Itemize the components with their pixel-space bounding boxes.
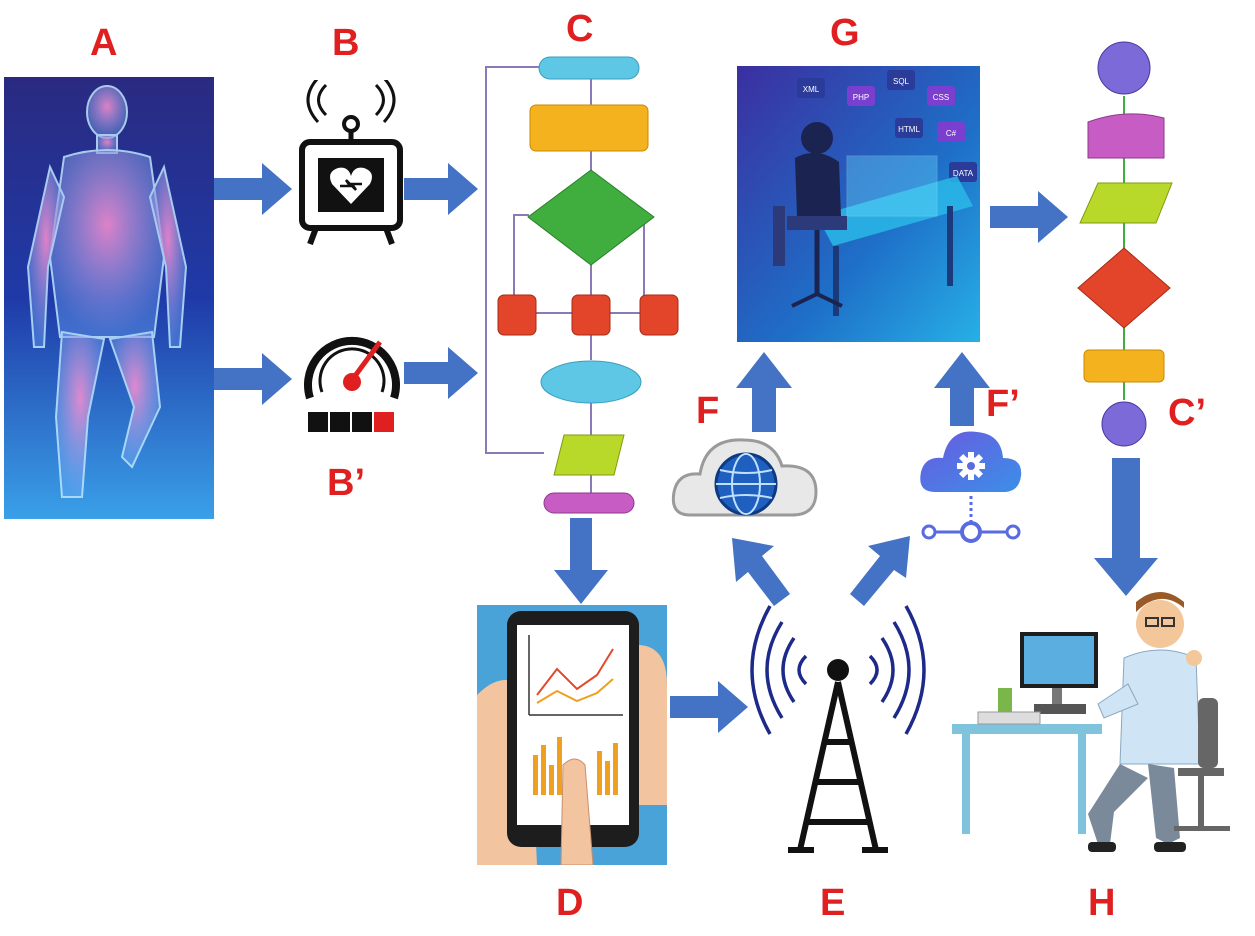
- flow-process-box: [529, 104, 649, 152]
- screen-tag-text: XML: [803, 85, 820, 94]
- developer-icon: [773, 122, 973, 316]
- arrow-a-to-b: [214, 163, 292, 215]
- screen-tags: XML PHP SQL CSS HTML C# DATA: [797, 70, 977, 182]
- flow2-decision-diamond: [1077, 247, 1171, 329]
- label-b-prime: B’: [327, 462, 365, 504]
- label-a: A: [90, 22, 118, 64]
- flow2-process-box: [1083, 349, 1165, 383]
- heart-monitor-device-icon: [299, 80, 403, 245]
- arrow-d-to-e: [670, 681, 748, 733]
- human-body-panel: [4, 77, 214, 519]
- screen-tag-2: PHP: [847, 86, 875, 106]
- screen-tag-4: CSS: [927, 86, 955, 106]
- arrow-fprime-to-g: [934, 352, 990, 426]
- screen-tag-5: HTML: [895, 118, 923, 138]
- radio-tower-icon: [750, 605, 926, 853]
- doctor-at-computer-icon: [952, 592, 1230, 852]
- line-chart-icon: [528, 635, 623, 716]
- flow-output-cards: [497, 294, 679, 336]
- label-b: B: [332, 22, 360, 64]
- flow2-bottom-circle: [1101, 401, 1147, 447]
- smartphone-app-panel: [477, 605, 667, 865]
- screen-tag-text: DATA: [953, 169, 974, 178]
- arrow-b-to-c: [404, 163, 478, 215]
- arrow-f-to-g: [736, 352, 792, 432]
- label-g: G: [830, 12, 860, 54]
- label-d: D: [556, 882, 584, 924]
- software-developer-panel: XML PHP SQL CSS HTML C# DATA: [737, 66, 980, 342]
- output-flowchart: [1077, 41, 1173, 447]
- label-c-prime: C’: [1168, 392, 1206, 434]
- label-f: F: [696, 390, 720, 432]
- screen-tag-text: PHP: [853, 93, 869, 102]
- arrow-c-to-d: [554, 518, 608, 604]
- gauge-sensor-device-icon: [304, 336, 400, 432]
- doctor-figure: [1088, 592, 1202, 852]
- screen-tag-1: XML: [797, 78, 825, 98]
- screen-tag-text: C#: [946, 129, 957, 138]
- screen-tag-6: C#: [937, 122, 965, 142]
- screen-tag-3: SQL: [887, 70, 915, 90]
- label-c: C: [566, 8, 594, 50]
- arrow-g-to-cprime: [990, 191, 1068, 243]
- body-silhouette-icon: [26, 85, 188, 498]
- flow-end-pill: [543, 492, 635, 514]
- arrow-e-to-f: [732, 538, 790, 606]
- finger-icon: [560, 758, 594, 865]
- arrow-e-to-fprime: [850, 536, 910, 606]
- flow2-parallelogram: [1079, 182, 1173, 224]
- processing-flowchart: [485, 56, 679, 514]
- screen-tag-text: HTML: [898, 125, 920, 134]
- label-h: H: [1088, 882, 1116, 924]
- arrow-cprime-to-h: [1094, 458, 1158, 596]
- flow2-top-circle: [1097, 41, 1151, 95]
- flow-start-pill: [538, 56, 640, 80]
- screen-tag-text: CSS: [933, 93, 949, 102]
- arrow-bprime-to-c: [404, 347, 478, 399]
- label-e: E: [820, 882, 846, 924]
- label-f-prime: F’: [986, 383, 1020, 425]
- cloud-globe-icon: [671, 438, 818, 517]
- screen-tag-text: SQL: [893, 77, 910, 86]
- bar-chart-icon: [533, 737, 618, 795]
- cloud-gear-icon: [920, 431, 1022, 543]
- flow-ellipse: [540, 360, 642, 404]
- flow2-document-shape: [1087, 113, 1165, 159]
- flow-io-parallelogram: [553, 434, 625, 476]
- arrow-a-to-bprime: [214, 353, 292, 405]
- flow-decision-diamond: [527, 169, 655, 266]
- office-chair-icon: [1174, 698, 1230, 831]
